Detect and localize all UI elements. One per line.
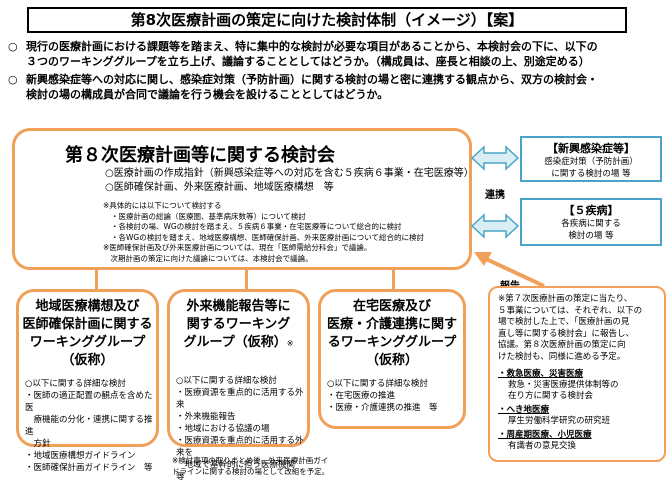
note-line: ・医療計画の総論（医療圏、基準病床数等）について検討	[111, 211, 306, 221]
intro-line: 現行の医療計画における課題等を踏まえ、特に集中的な検討が必要な項目があることから…	[26, 40, 598, 53]
wg-body: ○以下に関する詳細な検討 ・在宅医療の推進・医療・介護連携の推進 等	[327, 379, 438, 413]
side-box-line: 検討の場 等	[568, 231, 614, 241]
bullet-mark: ○	[8, 73, 18, 86]
side-box-title: 【新興感染症等】	[547, 142, 635, 155]
double-arrow-icon	[470, 145, 520, 171]
wg-title: 外来機能報告等に関するワーキング グループ（仮称）※	[183, 299, 294, 350]
wg-title: 地域医療構想及び医師確保計画に関するワーキンググループ（仮称）	[22, 299, 153, 368]
note-line: 次期計画の策定に向けた議論については、本検討会で議論。	[103, 253, 313, 263]
connector-line	[245, 268, 248, 290]
connector-line	[95, 268, 98, 290]
right-note-groups: ・救急医療、災害医療 救急・災害医療提供体制等の 在り方に関する検討会 ・へき地…	[498, 369, 619, 451]
right-note-box: ※第７次医療計画の策定に当たり、 ５事業については、それぞれ、以下の 場で検討し…	[488, 286, 666, 462]
main-notes: ※具体的には以下について検討する ・医療計画の総論（医療圏、基準病床数等）につい…	[103, 201, 424, 243]
bullet-mark: ○	[8, 40, 18, 53]
wg-body: ○以下に関する詳細な検討 ・医師の適正配置の観点を含めた医 療機能の分化・連携に…	[25, 379, 153, 473]
main-item: ○医療計画の作成指針（新興感染症等への対応を含む５疾病６事業・在宅医療等）	[105, 168, 474, 179]
page-title: 第8次医療計画の策定に向けた検討体制（イメージ）【案】	[27, 7, 627, 33]
intro-line: 検討の場の構成員が合同で議論を行う機会を設けることとしてはどうか。	[26, 88, 389, 101]
main-notes-2: ※医師確保計画及び外来医療計画については、現在「医師需給分科会」で議論。 次期計…	[103, 243, 371, 264]
connector-line	[392, 268, 395, 290]
side-box-line: に関する検討の場 等	[551, 169, 631, 179]
wg-box-home-care: 在宅医療及び医療・介護連携に関するワーキンググループ（仮称） ○以下に関する詳細…	[318, 289, 466, 429]
note-line: ・各WGの検討を踏まえ、地域医療構想、医師確保計画、外来医療計画について総合的に…	[111, 232, 425, 242]
right-note-text: ※第７次医療計画の策定に当たり、 ５事業については、それぞれ、以下の 場で検討し…	[498, 294, 643, 362]
note-line: ・各検討の場、WGの検討を踏まえ、５疾病６事業・在宅医療等について総合的に検討	[111, 222, 402, 231]
side-box-title: 【５疾病】	[563, 204, 619, 217]
footnote: ※検討事項の取りまとめ後、外来医療計画ガイ ドラインに関する検討の場として改組を…	[172, 456, 330, 476]
intro-paragraph-1: ○ 現行の医療計画における課題等を踏まえ、特に集中的な検討が必要な項目があることか…	[8, 39, 668, 69]
link-label: 連携	[485, 190, 505, 201]
note-line: ※医師確保計画及び外来医療計画については、現在「医師需給分科会」で議論。	[103, 243, 372, 252]
intro-line: 新興感染症等への対応に関し、感染症対策（予防計画）に関する検討の場と密に連携する…	[26, 73, 598, 86]
note-line: ※具体的には以下について検討する	[103, 201, 222, 210]
side-box-five-diseases: 【５疾病】 各疾病に関する 検討の場 等	[520, 198, 662, 246]
intro-line: ３つのワーキンググループを立ち上げ、議論することとしてはどうか。（構成員は、座長…	[26, 55, 590, 68]
wg-box-regional-physician: 地域医療構想及び医師確保計画に関するワーキンググループ（仮称） ○以下に関する詳…	[16, 289, 159, 473]
main-committee-panel: 第８次医療計画等に関する検討会 ○医療計画の作成指針（新興感染症等への対応を含む…	[12, 128, 474, 270]
side-box-line: 各疾病に関する	[561, 219, 621, 229]
note-mark: ※	[498, 294, 506, 304]
main-item: ○医師確保計画、外来医療計画、地域医療構想 等	[105, 182, 334, 193]
side-box-infectious: 【新興感染症等】 感染症対策（予防計画） に関する検討の場 等	[520, 136, 662, 182]
side-box-line: 感染症対策（予防計画）	[544, 157, 638, 167]
double-arrow-icon	[470, 213, 520, 239]
report-arrow-icon	[474, 252, 545, 288]
wg-box-outpatient: 外来機能報告等に関するワーキング グループ（仮称）※ ○以下に関する詳細な検討 …	[167, 289, 310, 482]
intro-paragraph-2: ○ 新興感染症等への対応に関し、感染症対策（予防計画）に関する検討の場と密に連携す…	[8, 72, 668, 102]
wg-body: ○以下に関する詳細な検討 ・医療資源を重点的に活用する外来・外来機能報告・地域に…	[176, 376, 304, 482]
wg-title: 在宅医療及び医療・介護連携に関するワーキンググループ（仮称）	[326, 299, 457, 368]
main-committee-title: 第８次医療計画等に関する検討会	[65, 145, 335, 166]
